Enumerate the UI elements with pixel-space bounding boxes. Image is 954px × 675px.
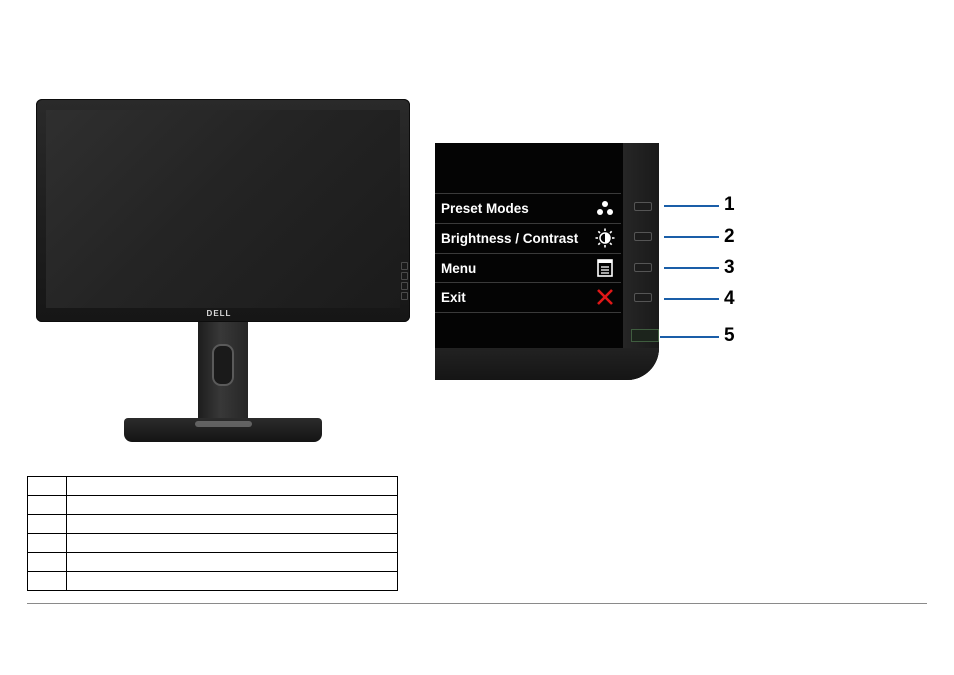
brightness-contrast-icon <box>595 228 615 248</box>
osd-item-brightness-contrast[interactable]: Brightness / Contrast <box>435 223 621 253</box>
osd-item-label: Exit <box>441 290 466 305</box>
callout-leader-3 <box>664 267 719 269</box>
osd-item-menu[interactable]: Menu <box>435 253 621 283</box>
table-cell-number <box>27 552 67 572</box>
table-row <box>27 571 398 591</box>
osd-item-label: Preset Modes <box>441 201 529 216</box>
callout-number: 1 <box>724 194 735 215</box>
osd-screen <box>435 143 623 348</box>
preset-modes-icon <box>597 201 613 215</box>
callout-leader-1 <box>664 205 719 207</box>
table-row <box>27 476 398 496</box>
monitor-side-button <box>401 282 408 290</box>
bezel-bottom <box>435 348 659 380</box>
callout-leader-4 <box>664 298 719 300</box>
menu-icon <box>597 259 613 277</box>
callout-number: 2 <box>724 226 735 247</box>
callout-leader-2 <box>664 236 719 238</box>
table-cell-description <box>66 514 398 534</box>
monitor-side-button <box>401 272 408 280</box>
table-cell-number <box>27 571 67 591</box>
cable-management-slot <box>212 344 234 386</box>
button-2[interactable] <box>634 232 652 241</box>
table-cell-description <box>66 476 398 496</box>
bezel-edge <box>623 143 659 380</box>
table-cell-description <box>66 495 398 515</box>
monitor-screen <box>46 110 400 308</box>
monitor-side-button <box>401 292 408 300</box>
button-3[interactable] <box>634 263 652 272</box>
button-description-table <box>27 476 398 591</box>
monitor-side-button <box>401 262 408 270</box>
exit-icon <box>597 289 613 305</box>
osd-item-exit[interactable]: Exit <box>435 282 621 313</box>
table-cell-description <box>66 571 398 591</box>
table-cell-number <box>27 533 67 553</box>
callout-number: 4 <box>724 288 735 309</box>
table-cell-number <box>27 514 67 534</box>
table-cell-number <box>27 476 67 496</box>
table-cell-description <box>66 533 398 553</box>
table-row <box>27 533 398 553</box>
table-cell-description <box>66 552 398 572</box>
table-row <box>27 495 398 515</box>
callout-number: 5 <box>724 325 735 346</box>
button-4[interactable] <box>634 293 652 302</box>
power-button[interactable] <box>631 329 659 342</box>
stand-base-ring <box>195 421 252 427</box>
table-row <box>27 514 398 534</box>
osd-item-label: Menu <box>441 261 477 276</box>
callout-leader-5 <box>660 336 719 338</box>
page-divider <box>27 603 927 604</box>
dell-logo: DELL <box>206 309 232 318</box>
callout-number: 3 <box>724 257 735 278</box>
osd-item-preset-modes[interactable]: Preset Modes <box>435 193 621 223</box>
table-row <box>27 552 398 572</box>
table-cell-number <box>27 495 67 515</box>
osd-item-label: Brightness / Contrast <box>441 231 579 246</box>
button-1[interactable] <box>634 202 652 211</box>
